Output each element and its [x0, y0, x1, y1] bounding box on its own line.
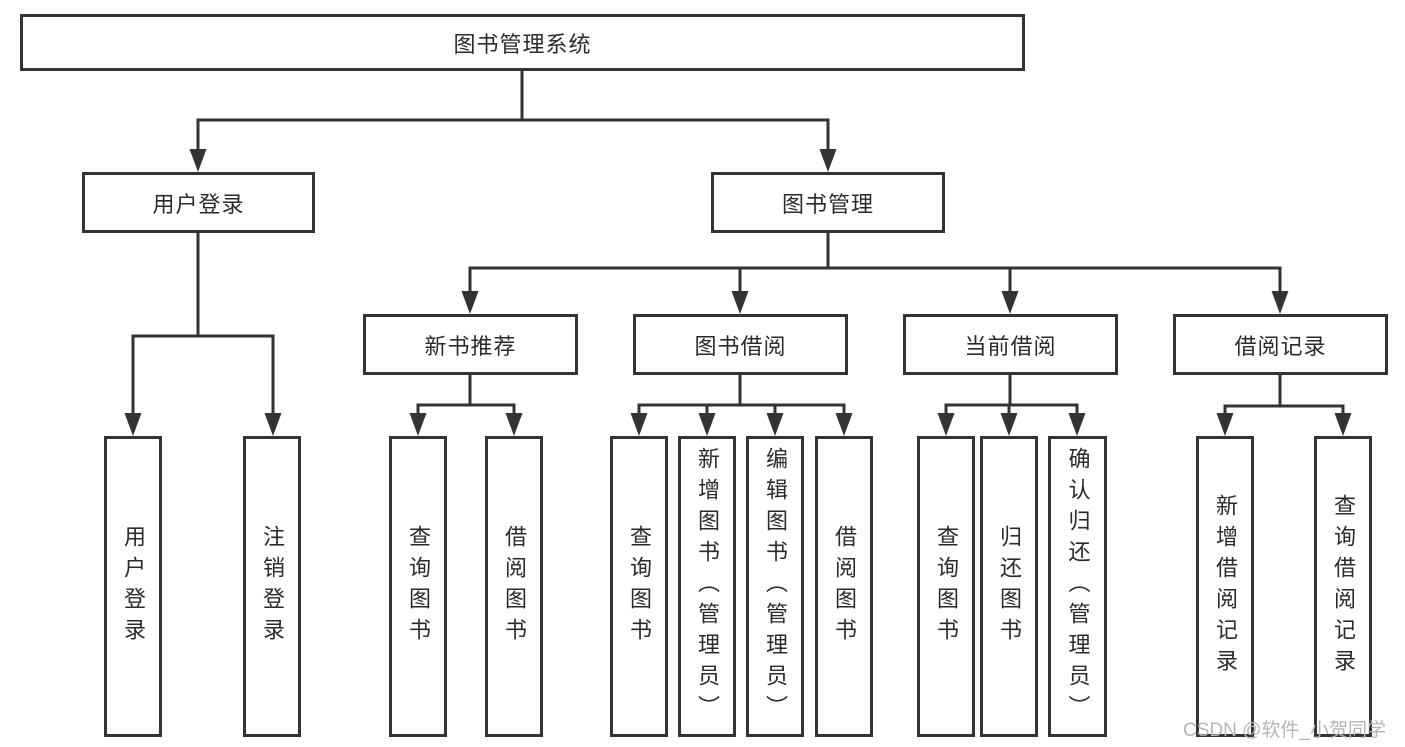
- node-new-book-recommend: 新书推荐: [363, 314, 578, 375]
- node-label: 借阅图书: [502, 524, 527, 649]
- node-borrowing-records: 借阅记录: [1173, 314, 1388, 375]
- arrowhead: [124, 413, 142, 436]
- node-label: 查询借阅记录: [1331, 493, 1356, 680]
- node-label: 注销登录: [260, 524, 285, 649]
- node-label: 新增图书（管理员）: [695, 447, 720, 726]
- arrowhead: [461, 291, 479, 314]
- node-label: 查询图书: [627, 524, 652, 649]
- connector-borrow-to-leaves: [630, 375, 853, 436]
- connector-userlogin-to-leaves: [124, 233, 282, 436]
- connector-current-to-leaves: [937, 375, 1086, 436]
- node-label: 图书管理: [781, 191, 874, 217]
- node-label: 用户登录: [121, 524, 146, 649]
- node-root-system: 图书管理系统: [20, 14, 1025, 71]
- node-label: 借阅图书: [832, 524, 857, 649]
- arrowhead: [835, 413, 853, 436]
- arrowhead: [1001, 291, 1019, 314]
- arrowhead: [1068, 413, 1086, 436]
- arrowhead: [264, 413, 282, 436]
- node-label: 当前借阅: [964, 333, 1057, 359]
- leaf-logout: 注销登录: [243, 436, 301, 737]
- leaf-add-borrow-record: 新增借阅记录: [1196, 436, 1254, 737]
- arrowhead: [731, 291, 749, 314]
- node-label: 新书推荐: [424, 333, 517, 359]
- node-current-borrowing: 当前借阅: [903, 314, 1118, 375]
- connector-root-to-level2: [189, 70, 837, 172]
- leaf-borrow-books-recommend: 借阅图书: [485, 436, 543, 737]
- arrowhead: [819, 149, 837, 172]
- node-label: 图书管理系统: [453, 31, 592, 57]
- node-label: 编辑图书（管理员）: [763, 447, 788, 726]
- node-user-login: 用户登录: [82, 172, 315, 233]
- node-label: 借阅记录: [1234, 333, 1327, 359]
- connector-records-to-leaves: [1216, 375, 1352, 436]
- node-label: 新增借阅记录: [1213, 493, 1238, 680]
- arrowhead: [1000, 413, 1018, 436]
- node-label: 用户登录: [152, 191, 245, 217]
- arrowhead: [1334, 413, 1352, 436]
- arrowhead: [766, 413, 784, 436]
- leaf-query-books-current: 查询图书: [917, 436, 975, 737]
- node-label: 查询图书: [934, 524, 959, 649]
- csdn-watermark: CSDN @软件_小贺同学: [1183, 720, 1386, 741]
- leaf-return-books: 归还图书: [980, 436, 1038, 737]
- arrowhead: [409, 413, 427, 436]
- leaf-query-books-recommend: 查询图书: [389, 436, 447, 737]
- node-label: 查询图书: [406, 524, 431, 649]
- arrowhead: [630, 413, 648, 436]
- arrowhead: [698, 413, 716, 436]
- leaf-add-books-admin: 新增图书（管理员）: [678, 436, 736, 737]
- arrowhead: [937, 413, 955, 436]
- arrowhead: [1216, 413, 1234, 436]
- leaf-confirm-return-admin: 确认归还（管理员）: [1048, 436, 1107, 737]
- arrowhead: [189, 149, 207, 172]
- node-label: 归还图书: [997, 524, 1022, 649]
- connector-bookmgmt-to-level3: [461, 233, 1289, 314]
- node-book-management: 图书管理: [711, 172, 945, 233]
- connector-recommend-to-leaves: [409, 375, 523, 436]
- leaf-query-borrow-record: 查询借阅记录: [1314, 436, 1372, 737]
- leaf-edit-books-admin: 编辑图书（管理员）: [746, 436, 804, 737]
- node-label: 确认归还（管理员）: [1065, 447, 1091, 726]
- leaf-user-login: 用户登录: [104, 436, 162, 737]
- node-book-borrowing: 图书借阅: [633, 314, 848, 375]
- node-label: 图书借阅: [694, 333, 787, 359]
- arrowhead: [1271, 291, 1289, 314]
- leaf-borrow-books: 借阅图书: [815, 436, 873, 737]
- arrowhead: [505, 413, 523, 436]
- leaf-query-books-borrow: 查询图书: [610, 436, 668, 737]
